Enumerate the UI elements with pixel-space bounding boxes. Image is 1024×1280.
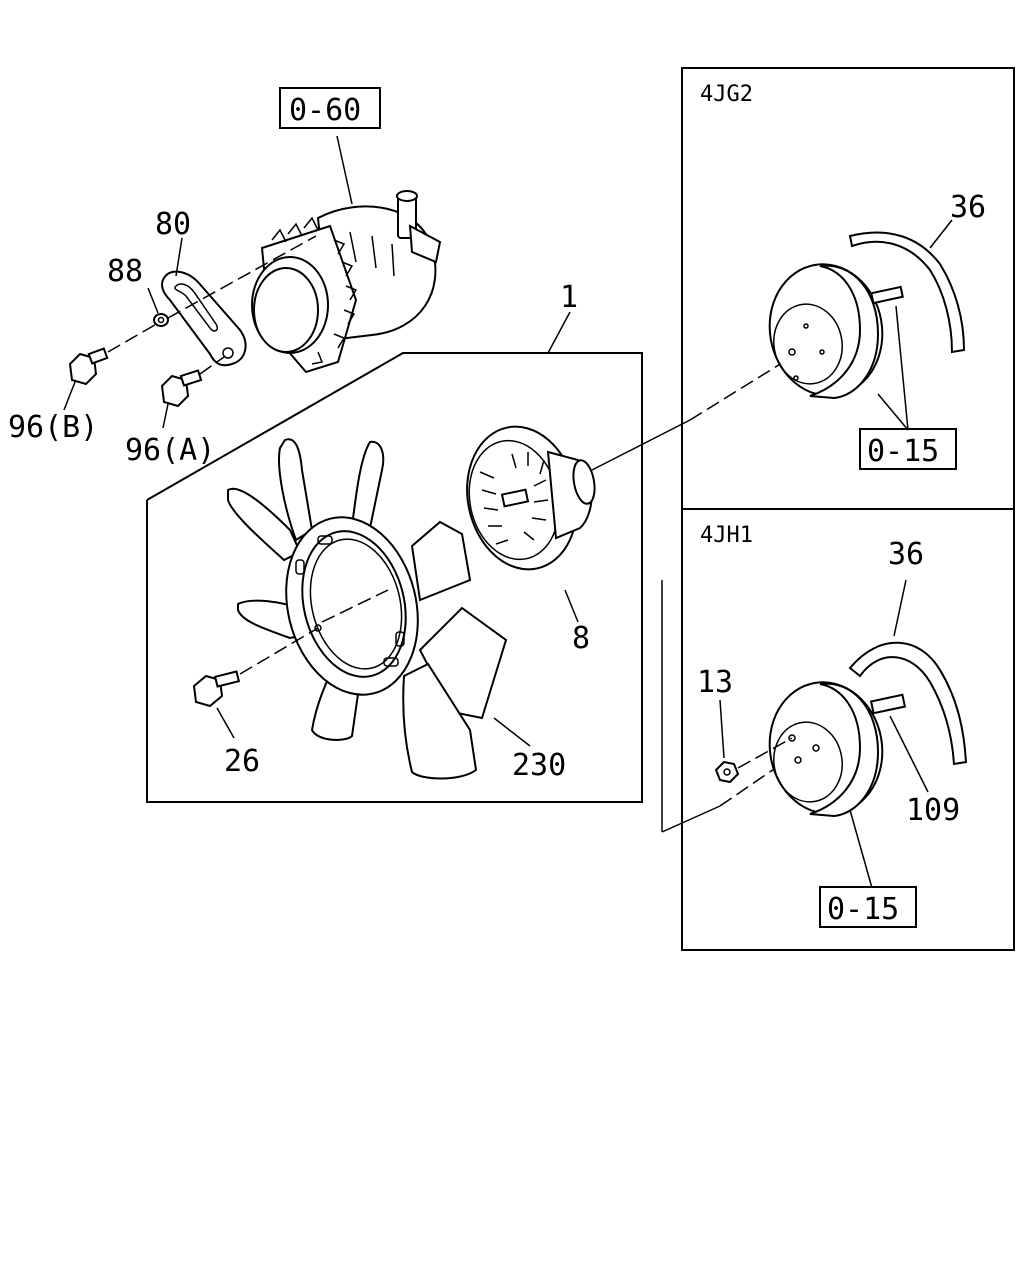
label-part-26: 26 xyxy=(224,744,260,779)
ref-box-pulley-4jg2: 0-15 xyxy=(867,434,939,469)
label-part-1: 1 xyxy=(560,280,578,315)
label-part-230: 230 xyxy=(512,748,566,783)
label-part-36-4jh1: 36 xyxy=(888,537,924,572)
mount-line-96b xyxy=(107,321,161,353)
pulley-4jh1: 13 109 36 0-15 xyxy=(697,537,968,928)
alternator: 0-60 xyxy=(251,87,442,374)
ref-box-alternator: 0-60 xyxy=(289,93,361,128)
washer: 88 xyxy=(107,254,169,327)
connector-line-4jg2 xyxy=(591,419,691,471)
label-part-13: 13 xyxy=(697,665,733,700)
label-part-80: 80 xyxy=(155,207,191,242)
pulley-4jg2: 36 0-15 xyxy=(768,190,986,470)
label-part-8: 8 xyxy=(572,621,590,656)
variant-panels: 4JG2 4JH1 xyxy=(681,67,1015,951)
mount-line-hub xyxy=(321,589,389,623)
bolt-96b: 96(B) xyxy=(8,347,109,445)
adjusting-plate: 80 xyxy=(155,207,247,367)
cooling-fan: 230 xyxy=(227,438,566,783)
label-part-88: 88 xyxy=(107,254,143,289)
label-part-96a: 96(A) xyxy=(125,433,215,468)
connector-dash-4jg2 xyxy=(689,357,791,421)
mount-line-88 xyxy=(167,235,317,319)
connector-line-4jh1 xyxy=(661,805,721,833)
ref-box-pulley-4jh1: 0-15 xyxy=(827,892,899,927)
mount-line-96a xyxy=(199,356,225,375)
fan-assembly-frame: 1 xyxy=(146,280,643,803)
fan-bolt: 26 xyxy=(192,670,260,779)
bolt-96a: 96(A) xyxy=(125,369,215,468)
label-part-36-4jg2: 36 xyxy=(950,190,986,225)
label-part-96b: 96(B) xyxy=(8,410,98,445)
panel-label-4jg2: 4JG2 xyxy=(700,82,753,107)
connector-dash-4jh1 xyxy=(719,753,797,807)
fan-clutch: 8 xyxy=(466,425,596,656)
mount-line-26 xyxy=(239,627,319,675)
panel-label-4jh1: 4JH1 xyxy=(700,523,753,548)
label-part-109: 109 xyxy=(906,793,960,828)
